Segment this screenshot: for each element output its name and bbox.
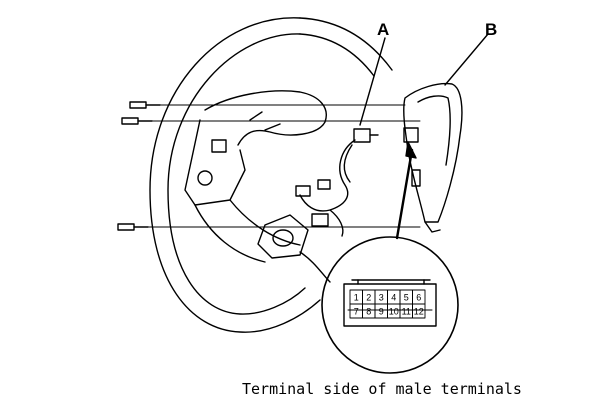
alignment-lines (147, 104, 421, 228)
bolt-bottom (117, 223, 149, 231)
mounting-bolts (117, 101, 161, 231)
switch-assembly-b (403, 33, 489, 233)
bolt-middle (121, 117, 153, 125)
pin-label: 12 (414, 307, 424, 317)
steering-wheel-rim (149, 17, 393, 333)
pin-label: 11 (402, 307, 411, 317)
detail-arrow (395, 141, 417, 240)
callout-b: B (485, 20, 497, 39)
pin-label: 8 (366, 307, 371, 317)
pin-cell (412, 303, 426, 319)
pin-label: 3 (379, 293, 384, 303)
pin-label: 5 (404, 293, 409, 303)
pin-label: 1 (354, 293, 359, 303)
caption: Terminal side of male terminals (242, 380, 522, 398)
pin-label: 6 (416, 293, 421, 303)
pin-label: 10 (389, 307, 399, 317)
pin-label: 2 (366, 293, 371, 303)
wiring-harness (295, 139, 356, 283)
pin-label: 7 (354, 307, 359, 317)
steering-wheel-hub (184, 90, 327, 263)
pin-label: 4 (391, 293, 396, 303)
pin-label: 9 (379, 307, 384, 317)
bolt-top (129, 101, 161, 109)
connector-a (353, 37, 386, 143)
connector-face (343, 283, 437, 327)
callout-a: A (377, 20, 389, 39)
